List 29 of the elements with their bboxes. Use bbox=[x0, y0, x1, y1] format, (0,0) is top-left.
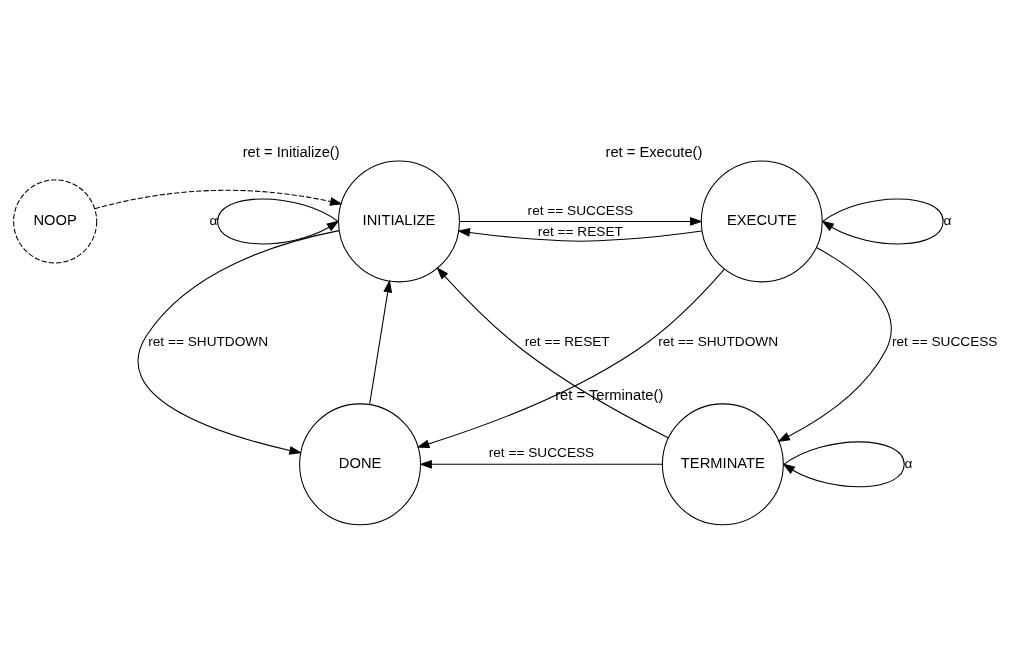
edge-label: ret == SHUTDOWN bbox=[147, 333, 268, 349]
node-circle: NOOP bbox=[12, 178, 97, 263]
edge-label: ret == SUCCESS bbox=[488, 444, 594, 460]
edge-label: ret == RESET bbox=[524, 333, 610, 349]
node-circle: TERMINATE bbox=[661, 402, 784, 525]
edge-label: ret == SHUTDOWN bbox=[657, 333, 778, 349]
arrow bbox=[782, 440, 905, 487]
arrow bbox=[418, 459, 663, 469]
node-circle: DONE bbox=[298, 402, 421, 525]
arrow bbox=[458, 216, 703, 226]
edge-label: ret == RESET bbox=[537, 223, 623, 239]
arrow bbox=[216, 197, 339, 244]
edge-label: ret == SUCCESS bbox=[891, 333, 997, 349]
edge-label: ret == SUCCESS bbox=[527, 202, 633, 217]
edge-label: α bbox=[903, 455, 912, 471]
arrow bbox=[776, 246, 892, 442]
arrow bbox=[456, 227, 702, 242]
edge-label: α bbox=[208, 212, 217, 228]
arrow bbox=[93, 189, 343, 209]
node-label: ret = Initialize() bbox=[242, 143, 340, 160]
arrow bbox=[368, 279, 392, 405]
arrow bbox=[416, 268, 725, 448]
node-label: ret = Terminate() bbox=[554, 386, 663, 403]
node-label: ret = Execute() bbox=[605, 143, 702, 160]
arrow bbox=[820, 197, 944, 244]
arrow bbox=[435, 266, 669, 438]
edge-label: α bbox=[942, 212, 951, 228]
node-circle: EXECUTE bbox=[700, 159, 823, 282]
arrow bbox=[137, 229, 340, 455]
